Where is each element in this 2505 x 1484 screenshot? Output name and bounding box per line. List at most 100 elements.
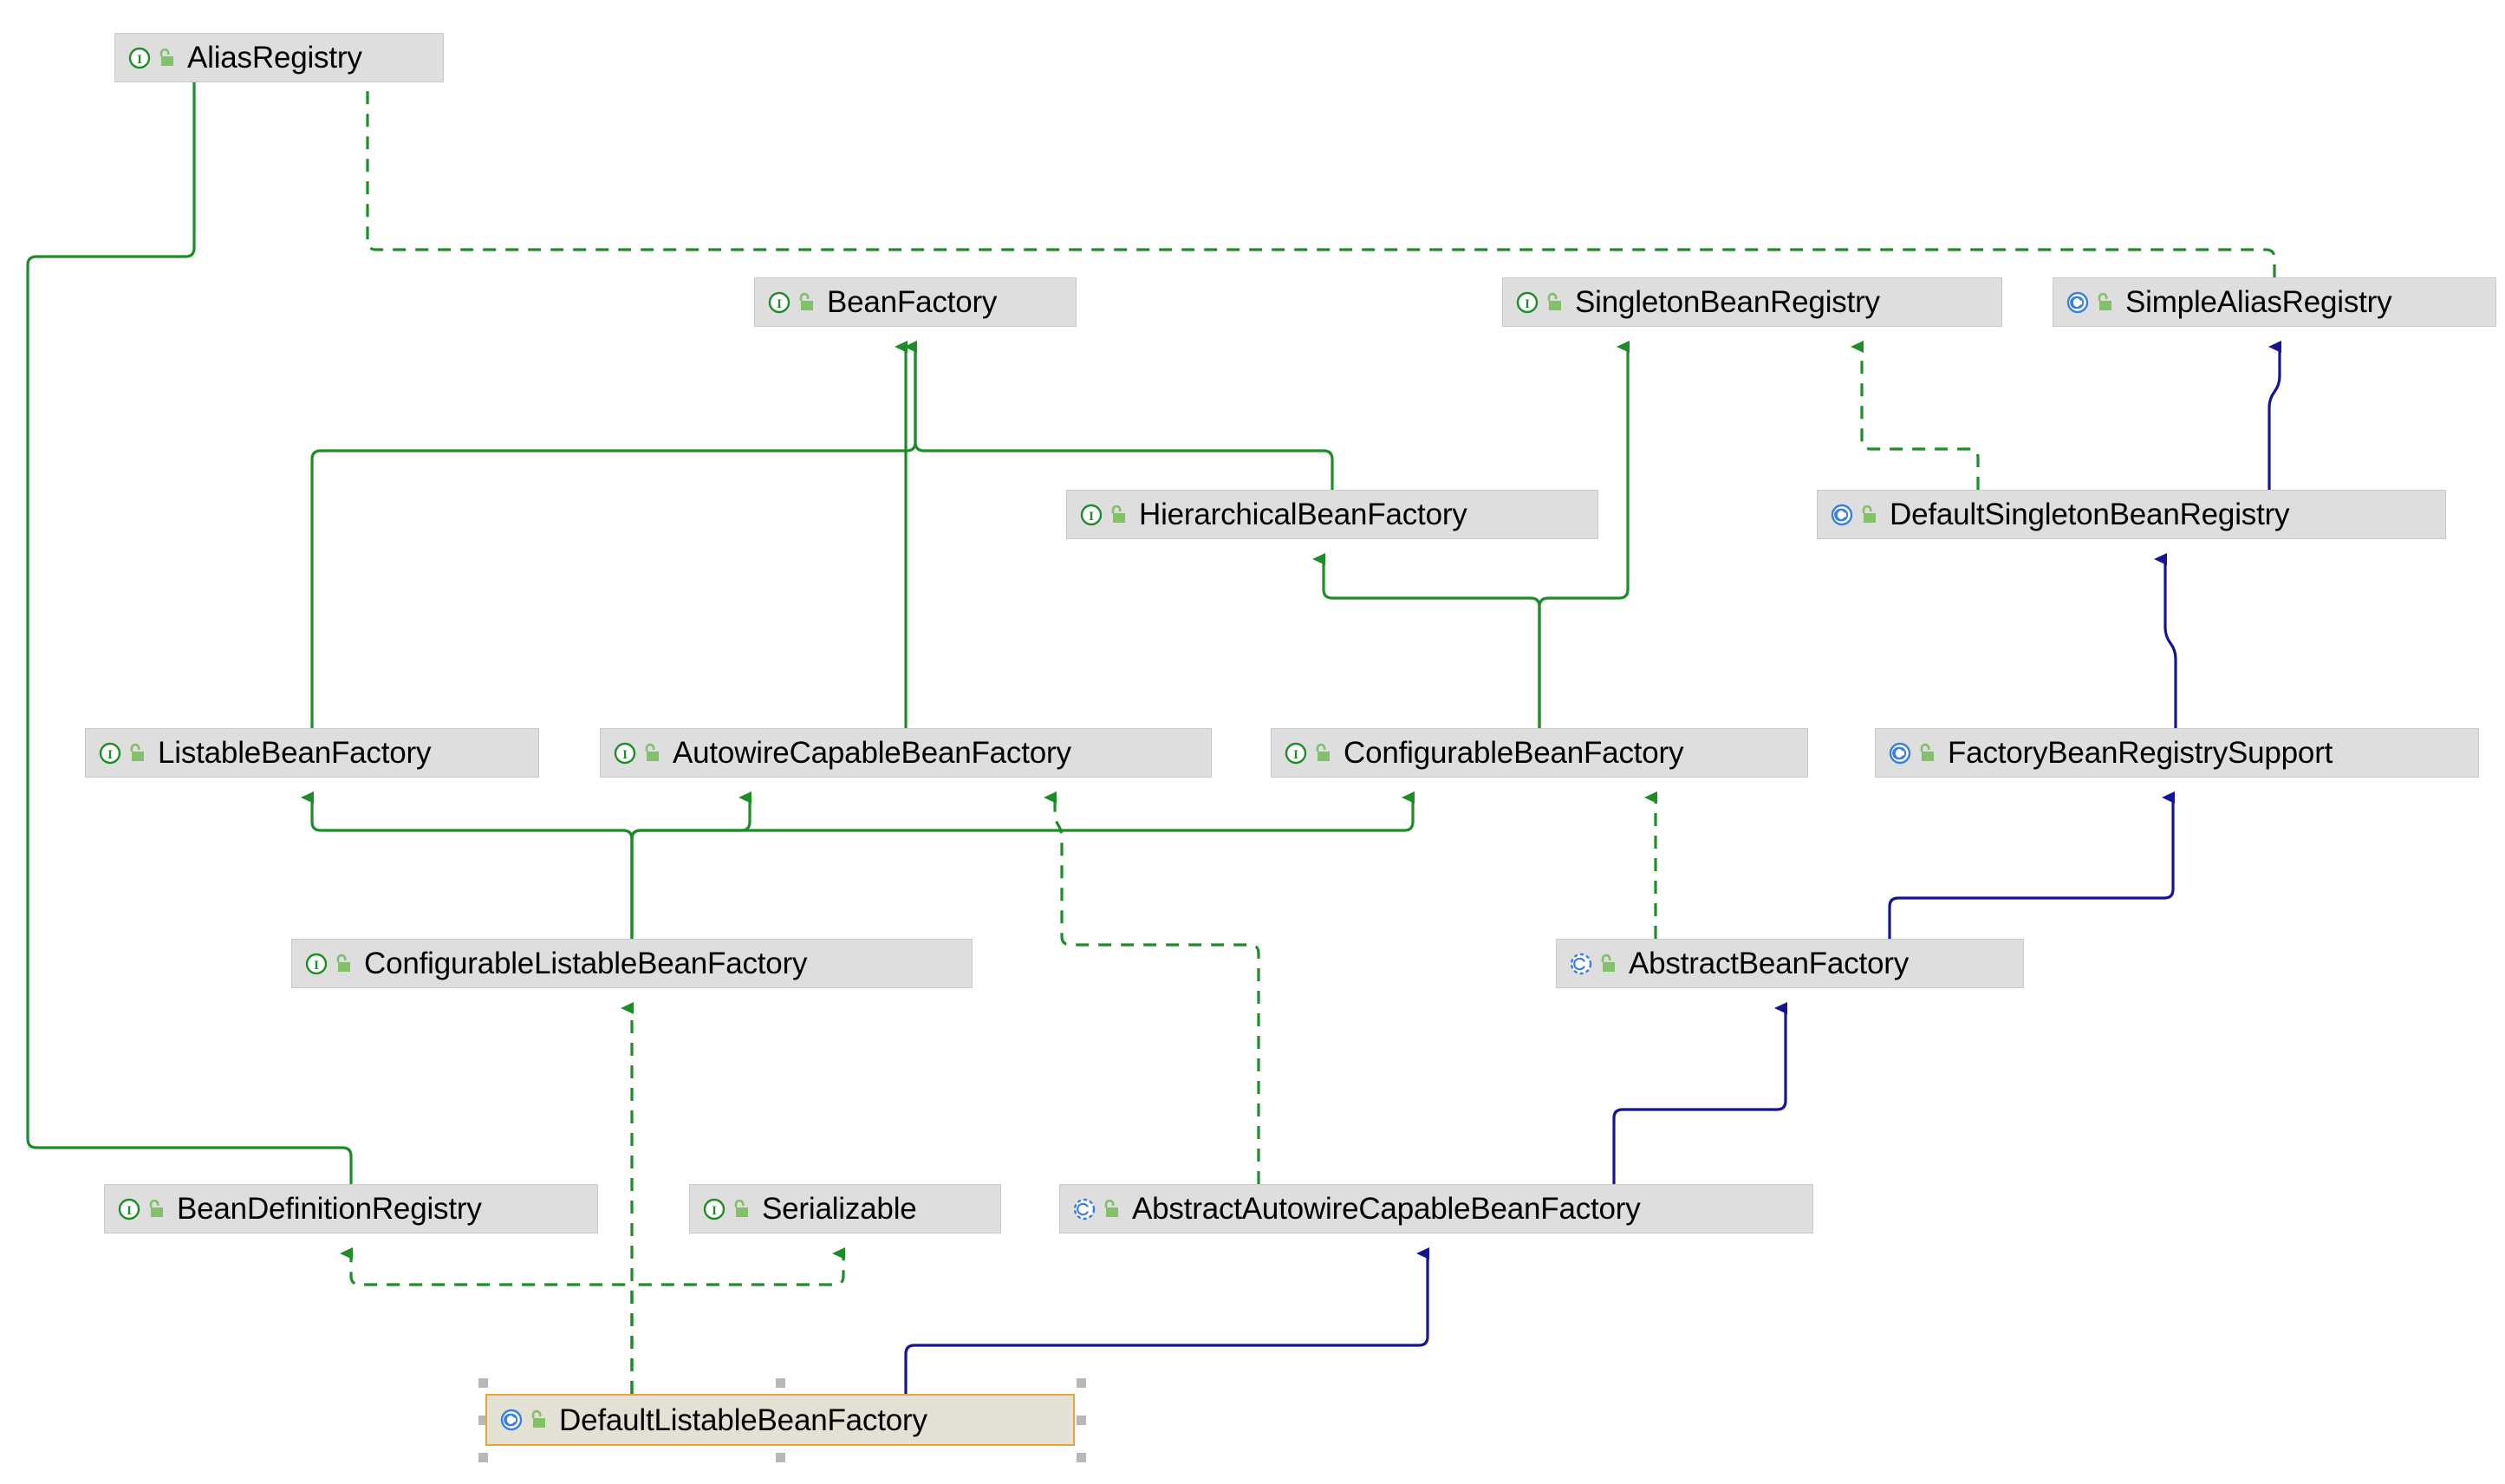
interface-icon: I — [118, 1198, 140, 1220]
unlocked-padlock-icon — [1316, 743, 1330, 761]
selection-handle[interactable] — [478, 1378, 488, 1388]
edge-defaultsingletonbeanregistry-singletonbeanregistry — [1851, 341, 1980, 490]
class-icon — [500, 1409, 523, 1431]
class-node-serializable[interactable]: I Serializable — [689, 1184, 1001, 1233]
svg-text:I: I — [1293, 748, 1298, 762]
unlocked-padlock-icon — [159, 48, 173, 66]
class-node-autowirecapablebeanfactory[interactable]: I AutowireCapableBeanFactory — [600, 728, 1212, 778]
node-icons: I — [97, 740, 146, 766]
interface-icon: I — [1080, 504, 1103, 525]
node-icons — [1568, 951, 1617, 977]
edge-hierarchicalbeanfactory-beanfactory — [904, 341, 1334, 490]
unlocked-padlock-icon — [1104, 1199, 1118, 1217]
unlocked-padlock-icon — [130, 743, 144, 761]
edge-listablebeanfactory-beanfactory — [310, 341, 917, 728]
unlocked-padlock-icon — [336, 954, 350, 972]
node-label: ConfigurableListableBeanFactory — [364, 947, 808, 980]
class-node-defaultsingletonbeanregistry[interactable]: DefaultSingletonBeanRegistry — [1817, 490, 2446, 539]
node-icons: I — [1283, 740, 1331, 766]
edge-defaultsingletonbeanregistry-simplealiasregistry — [2268, 341, 2281, 490]
edge-configurablelistablebeanfactory-configurablebeanfactory — [630, 791, 1415, 939]
class-node-defaultlistablebeanfactory[interactable]: DefaultListableBeanFactory — [485, 1394, 1075, 1446]
edge-defaultlistablebeanfactory-beandefinitionregistry — [340, 1247, 634, 1394]
selection-handle[interactable] — [478, 1453, 488, 1462]
class-node-abstractbeanfactory[interactable]: AbstractBeanFactory — [1556, 939, 2024, 988]
unlocked-padlock-icon — [645, 743, 659, 761]
interface-icon: I — [703, 1198, 725, 1220]
node-label: AliasRegistry — [187, 41, 362, 75]
selection-handle[interactable] — [776, 1453, 785, 1462]
svg-text:I: I — [137, 53, 142, 67]
node-label: BeanDefinitionRegistry — [177, 1192, 482, 1226]
node-label: ConfigurableBeanFactory — [1344, 736, 1684, 770]
unlocked-padlock-icon — [531, 1409, 545, 1428]
unlocked-padlock-icon — [1601, 954, 1615, 972]
selection-handle[interactable] — [776, 1378, 785, 1388]
node-label: HierarchicalBeanFactory — [1139, 498, 1467, 531]
node-icons — [1071, 1196, 1120, 1222]
class-node-configurablebeanfactory[interactable]: I ConfigurableBeanFactory — [1271, 728, 1808, 778]
unlocked-padlock-icon — [2098, 292, 2111, 310]
class-node-factorybeanregistrysupport[interactable]: FactoryBeanRegistrySupport — [1875, 728, 2479, 778]
abstract-class-icon — [1570, 953, 1592, 974]
interface-icon: I — [99, 742, 121, 764]
class-icon — [1831, 504, 1853, 525]
node-icons: I — [1078, 502, 1127, 528]
node-icons: I — [766, 290, 815, 316]
class-node-beandefinitionregistry[interactable]: I BeanDefinitionRegistry — [104, 1184, 598, 1233]
unlocked-padlock-icon — [799, 292, 813, 310]
node-icons — [1829, 502, 1877, 528]
edge-abstractautowirecapablebeanfactory-autowirecapablebeanfactory — [1044, 791, 1260, 1184]
class-node-aliasregistry[interactable]: I AliasRegistry — [114, 33, 444, 82]
node-label: AbstractAutowireCapableBeanFactory — [1132, 1192, 1641, 1226]
class-node-singletonbeanregistry[interactable]: I SingletonBeanRegistry — [1502, 277, 2002, 327]
selection-handle[interactable] — [1077, 1378, 1086, 1388]
class-node-listablebeanfactory[interactable]: I ListableBeanFactory — [85, 728, 539, 778]
class-node-configurablelistablebeanfactory[interactable]: I ConfigurableListableBeanFactory — [291, 939, 973, 988]
edge-configurablebeanfactory-hierarchicalbeanfactory — [1312, 553, 1541, 728]
svg-text:I: I — [314, 959, 319, 973]
node-icons: I — [1514, 290, 1563, 316]
unlocked-padlock-icon — [149, 1199, 163, 1217]
svg-text:I: I — [107, 748, 113, 762]
node-label: DefaultListableBeanFactory — [559, 1403, 927, 1437]
class-node-hierarchicalbeanfactory[interactable]: I HierarchicalBeanFactory — [1066, 490, 1598, 539]
edge-configurablelistablebeanfactory-listablebeanfactory — [301, 791, 634, 939]
svg-text:I: I — [1525, 297, 1530, 311]
node-icons — [2065, 290, 2113, 316]
selection-handle[interactable] — [478, 1416, 488, 1425]
node-label: FactoryBeanRegistrySupport — [1948, 736, 2333, 770]
svg-text:I: I — [127, 1204, 132, 1218]
selection-handle[interactable] — [1077, 1453, 1086, 1462]
node-icons: I — [612, 740, 660, 766]
edge-defaultlistablebeanfactory-serializable — [630, 1247, 845, 1394]
interface-icon: I — [1516, 291, 1539, 313]
node-label: AutowireCapableBeanFactory — [673, 736, 1071, 770]
interface-icon: I — [614, 742, 636, 764]
node-icons — [498, 1407, 547, 1433]
class-icon — [1889, 742, 1911, 764]
interface-icon: I — [1285, 742, 1307, 764]
svg-text:I: I — [1089, 510, 1094, 524]
class-node-simplealiasregistry[interactable]: SimpleAliasRegistry — [2053, 277, 2496, 327]
svg-text:I: I — [777, 297, 782, 311]
node-icons: I — [701, 1196, 750, 1222]
node-label: SimpleAliasRegistry — [2125, 285, 2392, 319]
unlocked-padlock-icon — [1862, 504, 1876, 523]
class-node-abstractautowirecapablebeanfactory[interactable]: AbstractAutowireCapableBeanFactory — [1059, 1184, 1813, 1233]
node-label: Serializable — [762, 1192, 917, 1226]
node-label: SingletonBeanRegistry — [1575, 285, 1880, 319]
class-icon — [2066, 291, 2089, 313]
edge-simplealiasregistry-aliasregistry — [356, 56, 2276, 277]
node-icons: I — [116, 1196, 165, 1222]
edge-abstractbeanfactory-factorybeanregistrysupport — [1888, 791, 2175, 939]
unlocked-padlock-icon — [1547, 292, 1561, 310]
selection-handle[interactable] — [1077, 1416, 1086, 1425]
node-icons — [1887, 740, 1936, 766]
svg-text:I: I — [712, 1204, 717, 1218]
node-label: ListableBeanFactory — [158, 736, 432, 770]
interface-icon: I — [128, 47, 151, 68]
abstract-class-icon — [1073, 1198, 1096, 1220]
